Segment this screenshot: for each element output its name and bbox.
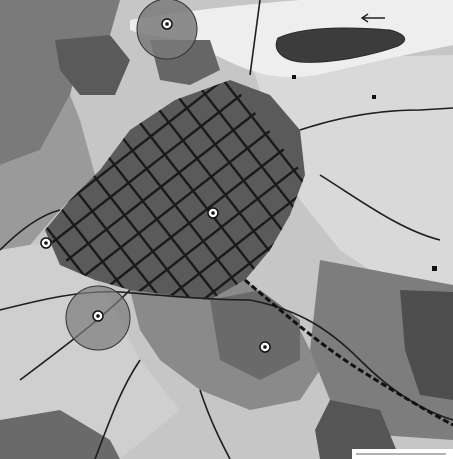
west-mid-zone	[0, 95, 95, 250]
street-line	[51, 93, 242, 244]
northwest-dark-block	[55, 35, 130, 95]
river-island	[275, 27, 406, 63]
street-line	[79, 130, 271, 280]
south-blocks	[210, 290, 300, 380]
landmark-marker-icon[interactable]	[259, 341, 271, 353]
central-urban-area	[45, 80, 305, 300]
landmark-marker-icon[interactable]	[207, 207, 219, 219]
street-line	[93, 148, 285, 298]
east-dark-block	[400, 290, 453, 400]
street-line	[108, 166, 299, 300]
map-point-marker	[372, 95, 376, 99]
railway	[244, 278, 453, 427]
landmark-marker-icon[interactable]	[40, 237, 52, 249]
map-point-marker	[292, 75, 296, 79]
south-dark-corner	[0, 410, 120, 459]
river-flow-arrow	[360, 13, 385, 23]
map-point-marker	[432, 266, 437, 271]
street-line	[122, 184, 305, 300]
landmark-marker-icon[interactable]	[161, 18, 173, 30]
street-line	[65, 112, 257, 262]
landmark-marker-icon[interactable]	[92, 310, 104, 322]
southeast-dark-block	[315, 400, 400, 459]
eastern-pale-land	[250, 55, 453, 300]
